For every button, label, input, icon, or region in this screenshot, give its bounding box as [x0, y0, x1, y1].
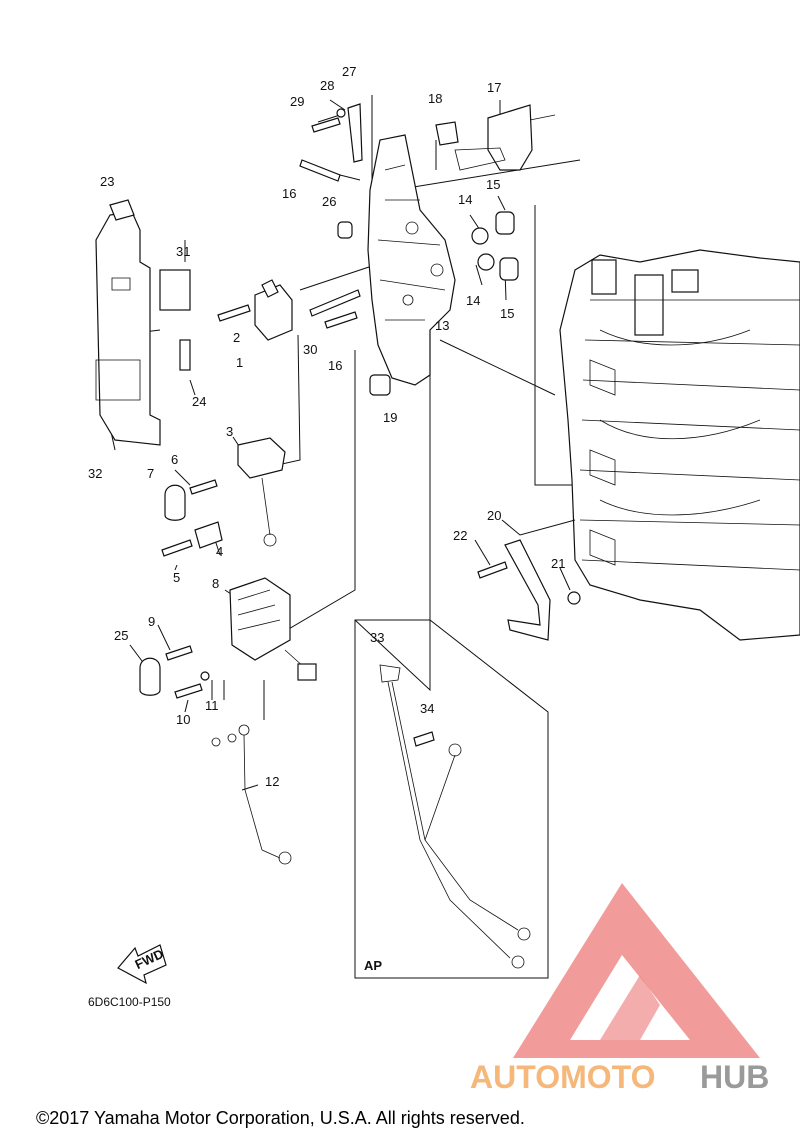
callout-14a: 14	[458, 192, 472, 207]
collar-part-2	[495, 211, 515, 235]
callout-13: 13	[435, 318, 449, 333]
callout-14b: 14	[466, 293, 480, 308]
callout-22: 22	[453, 528, 467, 543]
callout-labels: 1 2 3 4 5 6 7 8 9 10 11 12 13 14 14 15 1…	[88, 64, 565, 1009]
collar-part-4	[499, 257, 519, 281]
screw-part-2	[311, 117, 341, 133]
callout-29: 29	[290, 94, 304, 109]
callout-10: 10	[176, 712, 190, 727]
callout-2: 2	[233, 330, 240, 345]
callout-15a: 15	[486, 177, 500, 192]
callout-33: 33	[370, 630, 384, 645]
callout-32: 32	[88, 466, 102, 481]
callout-19: 19	[383, 410, 397, 425]
cap-part	[164, 484, 186, 521]
screw-part-4	[161, 539, 193, 557]
watermark-text-1: AUTOMOTO	[470, 1059, 655, 1095]
callout-11: 11	[205, 698, 219, 713]
connector-part	[435, 121, 459, 146]
watermark-text-2: HUB	[700, 1059, 769, 1095]
callout-6: 6	[171, 452, 178, 467]
screw-part	[217, 304, 251, 322]
grommet-part	[337, 221, 353, 239]
band-part	[347, 103, 363, 163]
bolt-part-2	[324, 311, 358, 329]
clip-part	[179, 339, 191, 371]
holder-part	[454, 104, 556, 171]
callout-17: 17	[487, 80, 501, 95]
callout-1: 1	[236, 355, 243, 370]
ap-inset	[354, 619, 549, 979]
callout-16b: 16	[328, 358, 342, 373]
callout-9: 9	[148, 614, 155, 629]
cover-plate	[95, 199, 191, 446]
callout-12: 12	[265, 774, 279, 789]
callout-21: 21	[551, 556, 565, 571]
cap-part-2	[139, 657, 161, 696]
callout-34: 34	[420, 701, 434, 716]
callout-15b: 15	[500, 306, 514, 321]
callout-20: 20	[487, 508, 501, 523]
callout-18: 18	[428, 91, 442, 106]
callout-24: 24	[192, 394, 206, 409]
clamp-part	[194, 521, 223, 549]
leader-lines	[107, 95, 581, 791]
stay-part	[504, 539, 551, 641]
fwd-arrow-icon	[117, 944, 167, 985]
callout-3: 3	[226, 424, 233, 439]
watermark-logo: AUTOMOTO HUB	[470, 883, 769, 1095]
bolt-part-3	[477, 561, 508, 579]
long-bolt-part	[309, 289, 361, 317]
washer-part-2	[200, 671, 210, 681]
callout-25: 25	[114, 628, 128, 643]
relay-part	[254, 279, 293, 341]
callout-26: 26	[322, 194, 336, 209]
screw-part-3	[189, 479, 218, 495]
grommet-part-2	[369, 374, 391, 396]
bolt-part	[299, 159, 341, 182]
callout-23: 23	[100, 174, 114, 189]
inset-label: AP	[364, 958, 382, 973]
copyright-text: ©2017 Yamaha Motor Corporation, U.S.A. A…	[36, 1108, 525, 1128]
callout-5: 5	[173, 570, 180, 585]
callout-30: 30	[303, 342, 317, 357]
nut-part	[567, 591, 581, 605]
collar-part-3	[477, 253, 495, 271]
engine-block	[559, 249, 800, 641]
screw-part-5	[165, 645, 193, 661]
callout-4: 4	[216, 544, 223, 559]
callout-31: 31	[176, 244, 190, 259]
screw-part-6	[174, 683, 203, 699]
callout-7: 7	[147, 466, 154, 481]
callout-28: 28	[320, 78, 334, 93]
ground-lead-part	[211, 724, 292, 865]
callout-27: 27	[342, 64, 356, 79]
electrical-bracket	[367, 134, 456, 386]
callout-8: 8	[212, 576, 219, 591]
ignition-coil-part	[237, 437, 286, 547]
rectifier-part	[229, 577, 317, 681]
collar-part	[471, 227, 489, 245]
callout-16a: 16	[282, 186, 296, 201]
watermark-triangle-icon	[513, 883, 760, 1058]
diagram-code: 6D6C100-P150	[88, 995, 171, 1009]
washer-part	[336, 108, 346, 118]
